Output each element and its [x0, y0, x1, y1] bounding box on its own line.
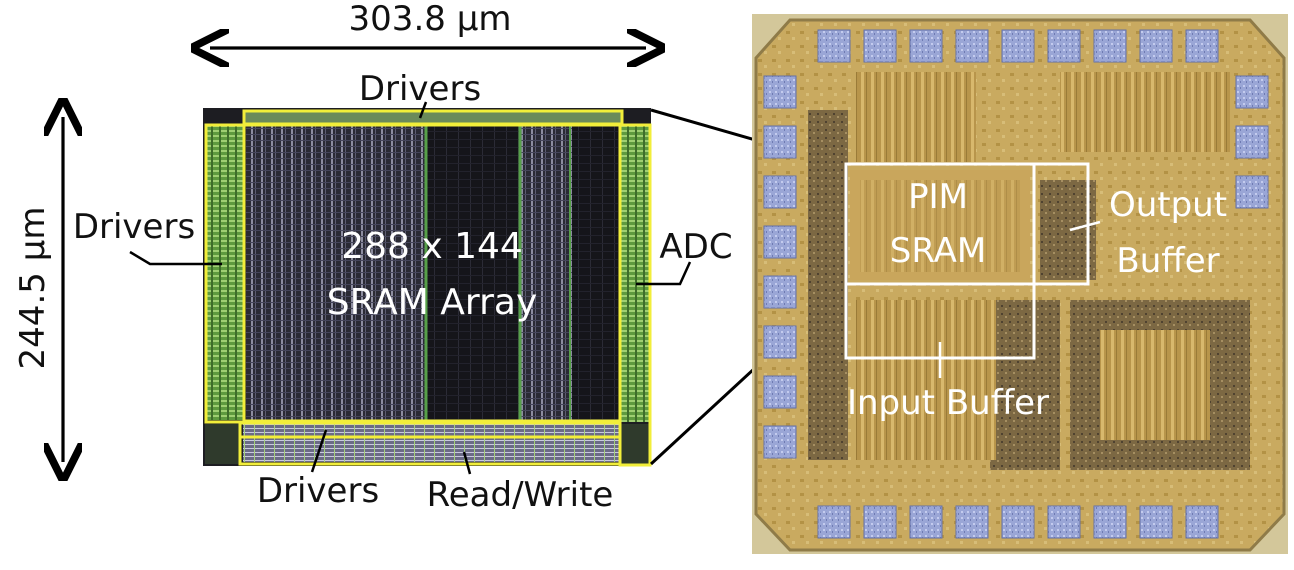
io-pad: [909, 29, 943, 63]
drivers-top-leader: [418, 101, 428, 119]
io-pad: [909, 505, 943, 539]
io-pad: [763, 75, 797, 109]
read-write-label: Read/Write: [427, 475, 614, 515]
io-pad: [1001, 29, 1035, 63]
io-pad: [863, 29, 897, 63]
drivers-left-leader: [129, 250, 222, 266]
output-buffer-label-1: Output: [1109, 185, 1227, 225]
left-driver-block: [207, 124, 243, 420]
right-adc-block: [621, 126, 649, 422]
adc-label: ADC: [659, 227, 732, 267]
die-stripe-region: [1100, 330, 1210, 440]
io-pad: [763, 225, 797, 259]
io-pad: [863, 505, 897, 539]
read-write-leader: [462, 451, 472, 475]
sram-label-fallback: SRAM: [890, 231, 986, 271]
drivers-bottom-label: Drivers: [257, 471, 379, 511]
drivers-left-label: Drivers: [73, 207, 195, 247]
pim-sram-inner: [860, 180, 1020, 272]
io-pad: [1047, 505, 1081, 539]
output-buffer-label-2: Buffer: [1116, 241, 1219, 281]
io-pad: [1001, 505, 1035, 539]
io-pad: [763, 125, 797, 159]
height-dimension-label: 244.5 µm: [13, 207, 53, 370]
io-pad: [1235, 75, 1269, 109]
read-write-box: [238, 435, 622, 466]
io-pad: [1093, 505, 1127, 539]
sram-array-columns: [246, 126, 426, 420]
io-pad: [1139, 505, 1173, 539]
drivers-bottom-leader: [310, 429, 328, 473]
adc-box: [618, 123, 652, 467]
sram-array-dark-region: [426, 126, 520, 420]
die-stripe-region: [856, 72, 976, 162]
io-pad: [1093, 29, 1127, 63]
io-pad: [1139, 29, 1173, 63]
read-write-block: [243, 438, 619, 462]
io-pad: [763, 425, 797, 459]
io-pad: [955, 505, 989, 539]
pim-label: PIM: [908, 177, 968, 217]
io-pad: [817, 29, 851, 63]
die-stripe-region: [1060, 72, 1230, 152]
bottom-driver-block: [243, 424, 619, 436]
array-size-label: 288 x 144: [341, 226, 523, 267]
output-buffer-leader: [1069, 220, 1101, 232]
sram-array-columns-right: [520, 126, 572, 420]
drivers-top-label: Drivers: [359, 69, 481, 109]
io-pad: [817, 505, 851, 539]
io-pad: [1185, 505, 1219, 539]
width-dimension-label: 303.8 µm: [349, 0, 512, 39]
io-pad: [763, 325, 797, 359]
adc-leader: [636, 261, 692, 286]
input-buffer-label: Input Buffer: [847, 383, 1049, 423]
corner-block: [205, 424, 239, 464]
io-pad: [1185, 29, 1219, 63]
die-dark-region: [808, 110, 848, 460]
die-stripe-region: [856, 300, 996, 460]
io-pad: [763, 275, 797, 309]
io-pad: [763, 375, 797, 409]
top-driver-block: [245, 112, 621, 124]
layout-view: 303.8 µm 244.5 µm Drivers Drive: [13, 0, 733, 515]
io-pads: [763, 29, 1269, 539]
highlight-boxes: [204, 109, 652, 467]
corner-block: [621, 424, 649, 464]
io-pad: [763, 175, 797, 209]
io-pad: [1047, 29, 1081, 63]
io-pad: [955, 29, 989, 63]
sram-array-dark-right: [572, 126, 618, 420]
array-name-label: SRAM Array: [327, 282, 538, 323]
io-pad: [1235, 125, 1269, 159]
io-pad: [1235, 175, 1269, 209]
die-dark-region: [990, 300, 1060, 470]
die-photo: PIM SRAM Output Buffer Input Buffer: [752, 14, 1288, 554]
